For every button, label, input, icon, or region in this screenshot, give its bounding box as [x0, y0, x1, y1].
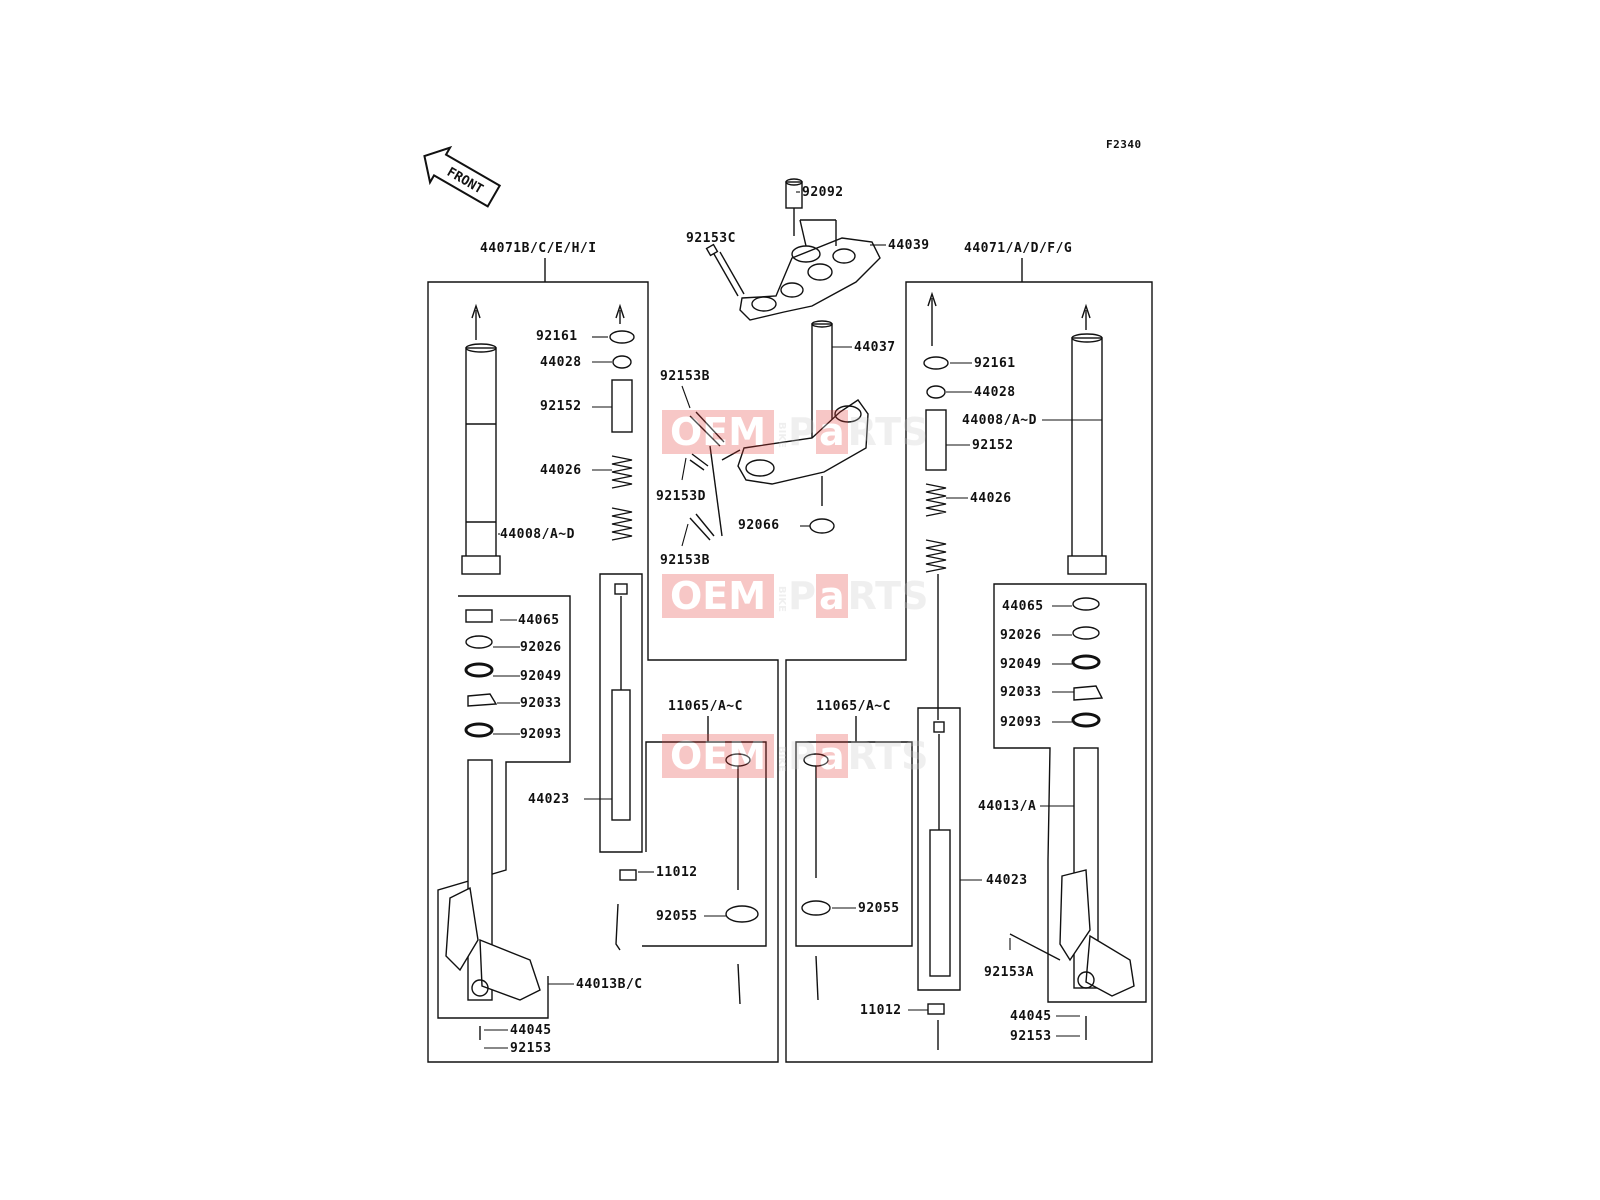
left-damper-box: [599, 573, 643, 853]
part-label: 44023: [528, 792, 570, 807]
watermark-p: P: [788, 410, 816, 454]
part-label: 44028: [540, 355, 582, 370]
part-label: 92033: [520, 696, 562, 711]
part-label: 92161: [536, 329, 578, 344]
part-label: 92093: [520, 727, 562, 742]
part-label: 11012: [860, 1003, 902, 1018]
part-label: 44028: [974, 385, 1016, 400]
part-label: 92055: [656, 909, 698, 924]
upper-triple-clamp: [739, 237, 881, 321]
left-inner-tube: [445, 759, 541, 1040]
bushing-92092: [785, 178, 803, 209]
part-label: 44008/A~D: [962, 413, 1037, 428]
bolt-92153d: [689, 453, 709, 471]
left-assembly-outline: [427, 281, 779, 1063]
seal-92066: [809, 518, 835, 534]
part-label: 92026: [1000, 628, 1042, 643]
part-label: 92153: [1010, 1029, 1052, 1044]
part-label: 44039: [888, 238, 930, 253]
part-label: 44008/A~D: [500, 527, 575, 542]
watermark-bike: BIKE: [776, 421, 788, 448]
part-label: 44026: [540, 463, 582, 478]
watermark-p: P: [788, 574, 816, 618]
right-seal-stack: [1071, 597, 1104, 728]
left-seal-stack: [464, 609, 498, 738]
part-label: 92049: [520, 669, 562, 684]
part-label: 92055: [858, 901, 900, 916]
part-label: 11065/A~C: [816, 699, 891, 714]
part-label: 92152: [972, 438, 1014, 453]
steering-stem-lower-clamp: [737, 320, 869, 485]
front-arrow-icon: FRONT: [423, 145, 502, 208]
part-label: 92153C: [686, 231, 736, 246]
part-label: 92152: [540, 399, 582, 414]
part-label: 44023: [986, 873, 1028, 888]
right-seal-group-box: [993, 583, 1147, 1003]
part-label: 92153D: [656, 489, 706, 504]
part-label: 92153: [510, 1041, 552, 1056]
left-cap-bolt: [615, 753, 759, 1005]
bolt-92153b-top: [689, 411, 725, 447]
right-damper-rod: [929, 721, 951, 977]
part-label: 44045: [510, 1023, 552, 1038]
part-label: 92092: [802, 185, 844, 200]
left-cap-box: [642, 741, 767, 947]
part-label: 44045: [1010, 1009, 1052, 1024]
right-cap-bolt: [801, 753, 1061, 1050]
part-label: 44013B/C: [576, 977, 643, 992]
diagram-code: F2340: [1106, 138, 1142, 151]
watermark-a: a: [815, 410, 848, 454]
watermark-oem: OEM: [662, 734, 775, 778]
watermark-rts: RTS: [847, 734, 929, 778]
bolt-92153c: [705, 243, 745, 297]
bolt-92153b-bottom: [689, 513, 715, 541]
watermark-p: P: [788, 734, 816, 778]
right-assembly-outline: [785, 281, 1153, 1063]
part-label: 92033: [1000, 685, 1042, 700]
watermark-rts: RTS: [847, 574, 929, 618]
part-label: 44065: [1002, 599, 1044, 614]
part-label: 92049: [1000, 657, 1042, 672]
left-outer-tube: [461, 303, 501, 575]
left-seal-group-box: [437, 595, 571, 1019]
leader-lines: [484, 191, 1102, 1049]
watermark-oem: OEM: [662, 410, 775, 454]
right-damper-box: [917, 707, 961, 991]
part-label: 92066: [738, 518, 780, 533]
right-inner-tube: [1059, 747, 1135, 1040]
right-outer-tube: [1067, 303, 1107, 575]
watermark-a: a: [815, 574, 848, 618]
watermark-oem: OEM: [662, 574, 775, 618]
right-cap-box: [795, 741, 913, 947]
part-label: 44065: [518, 613, 560, 628]
part-label: 44037: [854, 340, 896, 355]
part-label: 92026: [520, 640, 562, 655]
part-label: 11065/A~C: [668, 699, 743, 714]
right-cap-stack: [923, 291, 949, 720]
watermark-bike: BIKE: [776, 585, 788, 612]
part-label: 44013/A: [978, 799, 1037, 814]
left-cap-stack: [609, 303, 635, 821]
watermark-bike: BIKE: [776, 745, 788, 772]
part-label: 11012: [656, 865, 698, 880]
part-label: 44071/A/D/F/G: [964, 241, 1073, 256]
part-label: 92161: [974, 356, 1016, 371]
part-label: 44026: [970, 491, 1012, 506]
watermark-a: a: [815, 734, 848, 778]
part-label: 92153B: [660, 553, 710, 568]
part-label: 92093: [1000, 715, 1042, 730]
part-label: 92153A: [984, 965, 1034, 980]
part-label: 92153B: [660, 369, 710, 384]
part-label: 44071B/C/E/H/I: [480, 241, 597, 256]
watermark-rts: RTS: [847, 410, 929, 454]
